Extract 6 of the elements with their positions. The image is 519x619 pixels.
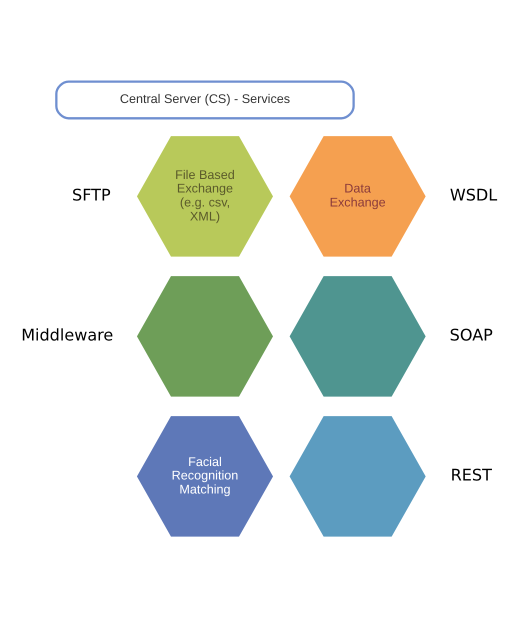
node-box: Central Server (CS) - Services — [55, 80, 355, 119]
node-label: SOAP — [450, 325, 493, 344]
node-label: REST — [450, 465, 492, 484]
node-label: SFTP — [72, 185, 111, 204]
node-label: WSDL — [450, 185, 498, 204]
node-label: Middleware — [21, 325, 114, 344]
